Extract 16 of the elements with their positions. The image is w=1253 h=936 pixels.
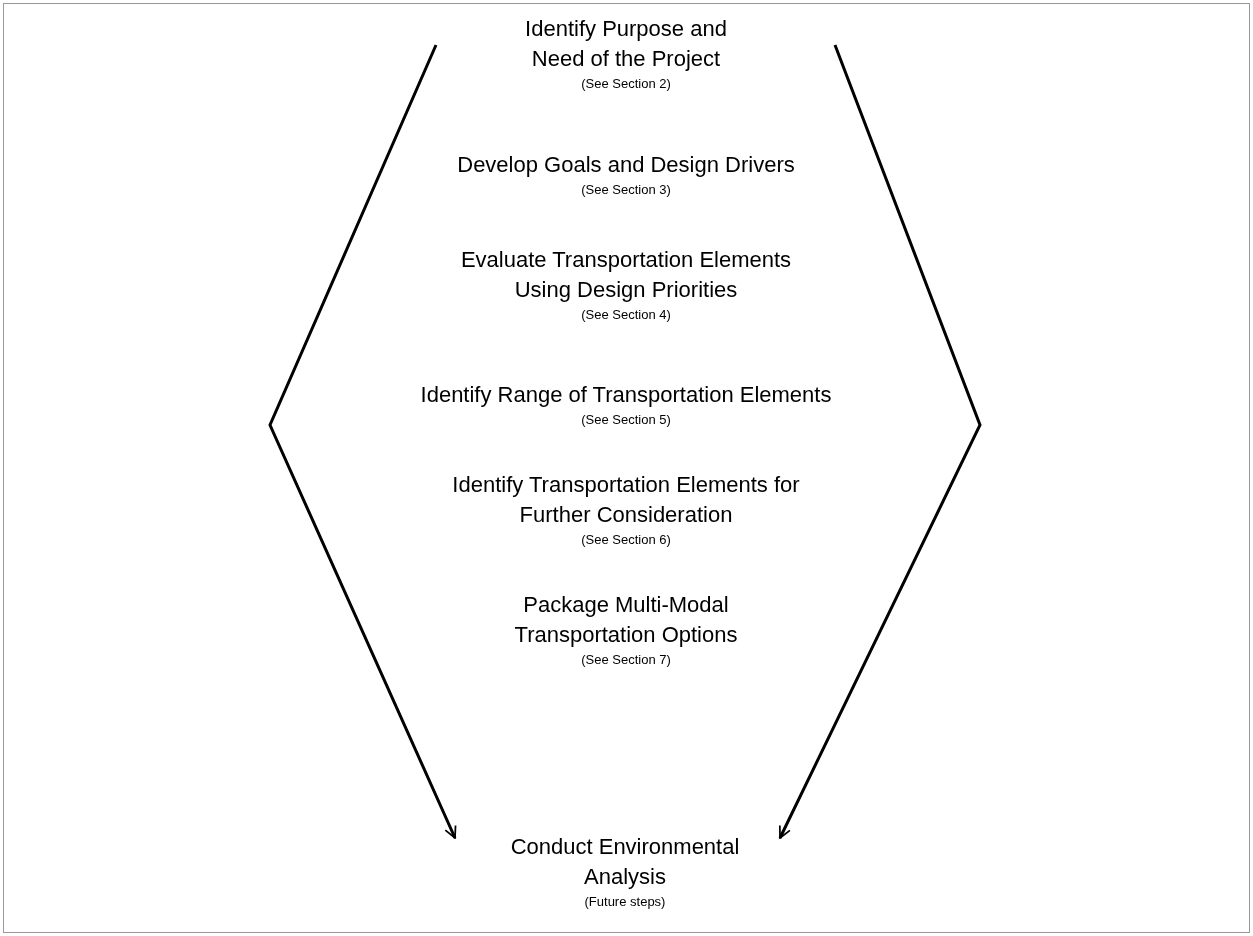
step-title: Identify Transportation Elements for Further Consideration xyxy=(451,471,801,529)
section-note: (See Section 3) xyxy=(581,181,671,199)
step-title: Identify Purpose and Need of the Project xyxy=(524,15,728,73)
step-title: Evaluate Transportation Elements Using Design Priorities xyxy=(459,246,793,304)
step-title: Package Multi-Modal Transportation Options xyxy=(513,591,739,649)
section-note: (See Section 5) xyxy=(581,411,671,429)
section-note: (See Section 4) xyxy=(581,306,671,324)
arrow xyxy=(778,44,982,839)
arrow xyxy=(268,44,457,839)
section-note: (See Section 2) xyxy=(581,75,671,93)
step-title: Identify Range of Transportation Elements xyxy=(419,381,833,409)
section-note: (See Section 7) xyxy=(581,651,671,669)
step-title: Conduct Environmental Analysis xyxy=(509,833,741,891)
section-note: (See Section 6) xyxy=(581,531,671,549)
section-note: (Future steps) xyxy=(584,893,666,911)
step-title: Develop Goals and Design Drivers xyxy=(456,151,796,179)
